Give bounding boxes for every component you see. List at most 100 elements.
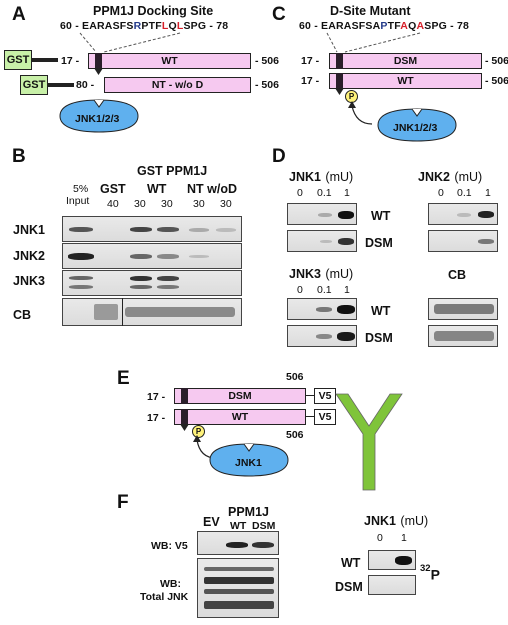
row-dsm-d1: DSM [365,236,393,250]
ev-label-f: EV [203,515,220,529]
blot-f-v5 [197,531,279,555]
dsm-end-label: - 506 [485,55,508,67]
sequence-segment: Q [168,20,177,32]
row-dsm-f: DSM [335,580,363,594]
blot-b-input-cb [94,304,118,320]
phospho-marker-e: P [192,425,205,438]
wb-total-label-2: Total JNK [140,591,189,603]
jnk3-name: JNK3 [289,267,321,281]
jnk1-unit: (mU) [325,170,354,184]
sequence-segment: TF [387,20,401,32]
gst-tag-nt: GST [20,75,48,95]
basic-residue: P [380,20,388,32]
mutated-residue: L [176,20,184,32]
blot-b-splice [122,298,123,326]
v5-label-dsm: V5 [318,390,332,402]
jnk-label-c: JNK1/2/3 [393,122,438,134]
jnk3-unit: (mU) [325,267,354,281]
isotope-mass: 32 [420,563,431,574]
wt-end-label-c: - 506 [485,75,508,87]
jnk-blob-c [377,108,457,142]
wb-v5-label: WB: V5 [151,540,188,552]
jnk1-dose-0: 0 [297,187,303,199]
nt-start-label: 80 - [76,79,95,91]
jnk2-title-d: JNK2 (mU) [418,168,482,186]
mutated-residue: L [161,20,169,32]
row-wt-d3: WT [371,304,391,318]
ppm1j-wt-bar: WT [88,53,251,69]
wb-total-label-1: WB: [160,578,181,590]
dsm-label-f: DSM [252,520,276,532]
panel-c-letter: C [272,4,286,25]
isotope-symbol: P [430,566,440,583]
amount-30d: 30 [220,198,232,210]
mutant-sequence: EARASFSAPTFAQASPG [321,20,447,32]
wt-start-label-c: 17 - [301,75,320,87]
amount-30a: 30 [134,198,146,210]
nt-lane-label: NT w/oD [187,182,237,196]
input-label-top: 5% [73,183,89,195]
dsm-label-e: DSM [228,390,252,402]
ppm1j-nt-label: NT - w/o D [151,79,204,91]
seq-start: 60 - [60,20,79,32]
jnk-label-a: JNK1/2/3 [75,113,120,125]
isotope-label: 32P [420,563,440,584]
dose-1-f: 1 [401,532,407,544]
blot-d-cb-wt [428,298,498,320]
blot-d-jnk2-wt [428,203,498,225]
jnk-label-e: JNK1 [235,457,262,469]
panel-a-sequence: 60 - EARASFSRPTFLQLSPG - 78 [60,20,228,32]
blot-b-cb [62,298,242,326]
dsm-site-marker [336,53,343,69]
v5-label-wt: V5 [318,411,332,423]
v5-linker-dsm [306,395,314,396]
blot-d-jnk1-dsm [287,230,357,252]
jnk2-dose-2: 1 [485,187,491,199]
mutated-residue: A [416,20,425,32]
jnk3-dose-1: 0.1 [317,284,332,296]
jnk1-unit-f: (mU) [400,514,429,528]
sequence-segment: EARASFS [82,20,134,32]
dsm-bar: DSM [329,53,482,69]
blot-d-jnk1-wt [287,203,357,225]
ppm1j-wt-label: WT [161,55,178,67]
site-arrow-c [335,88,344,95]
blot-d-jnk3-dsm [287,325,357,347]
blot-f-total [197,558,279,618]
ppm1j-label-f: PPM1J [228,505,269,519]
jnk1-title-d: JNK1 (mU) [289,168,353,186]
seq-end: - 78 [209,20,229,32]
jnk2-unit: (mU) [454,170,483,184]
wt-label-c: WT [397,75,414,87]
jnk1-dose-2: 1 [344,187,350,199]
jnk-blob-e [209,443,289,477]
wt-bar-c: WT [329,73,482,89]
row-jnk3: JNK3 [13,274,45,288]
row-cb: CB [13,308,32,322]
row-jnk2: JNK2 [13,249,45,263]
jnk2-name: JNK2 [418,170,450,184]
wt-start-label: 17 - [61,55,80,67]
wt-marker-e [181,409,188,425]
docking-sequence: EARASFSRPTFLQLSPG [82,20,206,32]
cb-label-d: CB [448,268,467,282]
row-wt-d1: WT [371,209,391,223]
panel-a-title: PPM1J Docking Site [93,4,214,18]
wt-site-marker-c [336,73,343,89]
blot-b-jnk3 [62,270,242,296]
wt-end-label: - 506 [255,55,279,67]
sequence-segment: EARASFSA [321,20,381,32]
sequence-segment: SPG [424,20,448,32]
jnk1-dose-1: 0.1 [317,187,332,199]
row-dsm-d3: DSM [365,331,393,345]
input-label-bottom: Input [66,195,90,207]
jnk3-title-d: JNK3 (mU) [289,265,353,283]
ppm1j-nt-bar: NT - w/o D [104,77,251,93]
v5-tag-dsm: V5 [314,388,336,404]
panel-c-title: D-Site Mutant [330,4,411,18]
antibody-icon [335,393,403,491]
panel-e-letter: E [117,368,130,389]
jnk1-name-f: JNK1 [364,514,396,528]
basic-residue: R [133,20,142,32]
jnk2-dose-0: 0 [438,187,444,199]
